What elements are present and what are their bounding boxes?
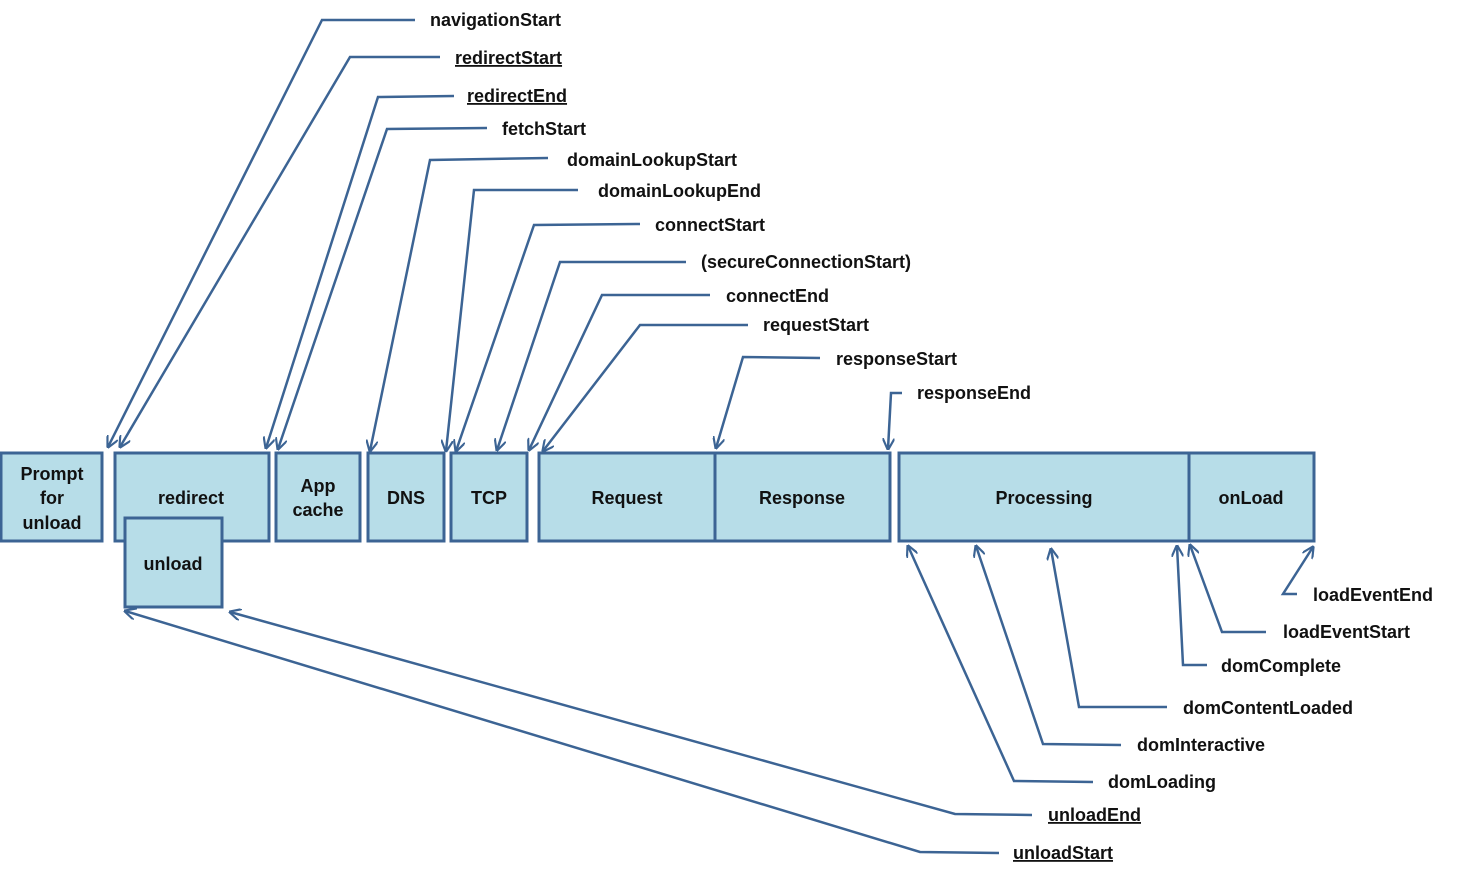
connectEnd-leader — [529, 293, 710, 450]
event-redirectEnd: redirectEnd — [467, 86, 567, 106]
event-loadEventEnd: loadEventEnd — [1313, 585, 1433, 605]
phase-prompt-line2: for — [40, 488, 64, 508]
fetchStart-leader — [278, 126, 488, 449]
event-domLoading: domLoading — [1108, 772, 1216, 792]
phase-appcache-line2: cache — [292, 500, 343, 520]
event-connectStart: connectStart — [655, 215, 765, 235]
event-fetchStart: fetchStart — [502, 119, 586, 139]
unloadEnd-leader — [230, 612, 1033, 817]
loadEventEnd-leader — [1280, 547, 1313, 596]
event-responseEnd: responseEnd — [917, 383, 1031, 403]
connectStart-leader — [456, 222, 641, 451]
phase-app-cache: App cache — [274, 451, 362, 543]
event-unloadStart: unloadStart — [1013, 843, 1113, 863]
responseStart-leader — [716, 355, 821, 448]
event-domInteractive: domInteractive — [1137, 735, 1265, 755]
event-domContentLoaded: domContentLoaded — [1183, 698, 1353, 718]
domainLookupStart-leader — [370, 156, 549, 451]
phase-prompt-for-unload: Prompt for unload — [0, 451, 104, 543]
phase-response: Response — [713, 451, 892, 543]
phase-onload: onLoad — [1187, 451, 1316, 543]
responseEnd-leader — [888, 391, 902, 449]
event-secureConnectionStart: (secureConnectionStart) — [701, 252, 911, 272]
phase-request-label: Request — [591, 488, 662, 508]
phase-prompt-line3: unload — [23, 513, 82, 533]
event-responseStart: responseStart — [836, 349, 957, 369]
phase-processing: Processing — [897, 451, 1191, 543]
phase-processing-label: Processing — [995, 488, 1092, 508]
secureConnectionStart-leader — [497, 260, 686, 450]
event-loadEventStart: loadEventStart — [1283, 622, 1410, 642]
phase-response-label: Response — [759, 488, 845, 508]
event-connectEnd: connectEnd — [726, 286, 829, 306]
phase-dns: DNS — [366, 451, 446, 543]
phase-tcp-label: TCP — [471, 488, 507, 508]
phase-unload: unload — [123, 516, 224, 609]
domContentLoaded-leader — [1051, 549, 1167, 709]
event-domainLookupStart: domainLookupStart — [567, 150, 737, 170]
event-redirectStart: redirectStart — [455, 48, 562, 68]
domainLookupEnd-leader — [446, 188, 578, 451]
phase-request: Request — [537, 451, 717, 543]
event-domComplete: domComplete — [1221, 656, 1341, 676]
domComplete-leader — [1177, 546, 1207, 667]
redirectEnd-leader — [266, 94, 455, 448]
loadEventStart-leader — [1190, 545, 1266, 634]
unloadStart-leader — [125, 611, 1000, 855]
phase-prompt-line1: Prompt — [21, 464, 84, 484]
phase-tcp: TCP — [449, 451, 529, 543]
event-requestStart: requestStart — [763, 315, 869, 335]
phase-dns-label: DNS — [387, 488, 425, 508]
event-domainLookupEnd: domainLookupEnd — [598, 181, 761, 201]
domLoading-leader — [908, 546, 1094, 784]
domInteractive-leader — [976, 546, 1122, 747]
redirectStart-leader — [120, 55, 440, 447]
phase-appcache-line1: App — [301, 476, 336, 496]
requestStart-leader — [543, 323, 748, 451]
navigationStart-leader — [108, 18, 415, 447]
phase-onload-label: onLoad — [1219, 488, 1284, 508]
event-navigationStart: navigationStart — [430, 10, 561, 30]
phase-redirect-label: redirect — [158, 488, 224, 508]
event-unloadEnd: unloadEnd — [1048, 805, 1141, 825]
phase-unload-label: unload — [144, 554, 203, 574]
